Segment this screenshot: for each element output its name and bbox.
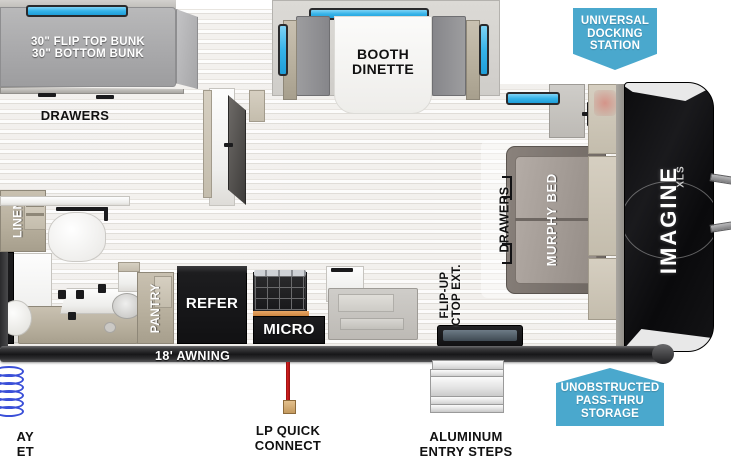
bunk-drawer-handle-1	[38, 93, 56, 97]
awning-label: 18' AWNING	[155, 349, 231, 363]
drawer-bracket-upper	[510, 176, 512, 200]
dinette-side-window-left	[278, 24, 288, 76]
awning-end-cap	[652, 344, 674, 364]
dinette-side-window-right	[479, 24, 489, 76]
lp-quick-connect-label: LP QUICK CONNECT	[254, 423, 322, 453]
bunk-block	[0, 7, 176, 87]
badge-unobstructed-pass-thru-storage-text: UNOBSTRUCTED PASS-THRU STORAGE	[560, 382, 660, 420]
kitchen-island-inset	[338, 294, 394, 312]
bath-shelf-rod-drop	[104, 207, 108, 221]
refer-label: REFER	[185, 295, 239, 312]
cutting-board	[253, 311, 309, 316]
refrigerator	[177, 272, 247, 344]
vanity-handle	[68, 312, 76, 320]
power-cable-coil	[0, 366, 24, 426]
micro-label: MICRO	[263, 321, 315, 338]
microwave	[253, 316, 325, 344]
aluminum-entry-steps-label: ALUMINUM ENTRY STEPS	[419, 429, 513, 459]
drawers-left-label: DRAWERS	[40, 108, 110, 123]
linen-shelf-line-2	[26, 213, 44, 216]
shower-pan	[48, 212, 106, 262]
drawer-tick-upper-1	[502, 176, 512, 178]
open-door	[228, 95, 246, 205]
entry-window	[506, 92, 560, 105]
dinette-bench-right	[432, 16, 466, 96]
hall-wall-trim	[203, 90, 212, 198]
drawer-tick-lower-2	[502, 262, 512, 264]
step-5	[430, 404, 504, 413]
bath-shelf-rod	[56, 207, 108, 211]
bath-upper-shelf	[0, 196, 130, 206]
dinette-bench-left	[296, 16, 330, 96]
entry-cabinet-handle-arm	[582, 112, 592, 116]
flip-up-label: FLIP-UP CTOP EXT.	[438, 264, 463, 326]
bath-drain	[104, 322, 116, 333]
brand-logo-xls: XLS	[675, 165, 687, 188]
awning-bar	[0, 346, 660, 362]
faucet-1	[58, 290, 66, 299]
bunk-drawer-handle-2	[96, 95, 114, 99]
murphy-bed-label: MURPHY BED	[544, 173, 560, 267]
lp-quick-connect-line	[286, 362, 290, 400]
bunk-window	[26, 5, 128, 17]
drawer-tick-upper-2	[502, 196, 512, 198]
pantry-shelves	[154, 276, 172, 308]
faucet-3	[98, 284, 106, 293]
step-3	[430, 376, 504, 398]
door-handle	[224, 143, 233, 147]
flip-up-counter-inner	[443, 330, 517, 341]
murphy-bed-seam	[515, 218, 597, 221]
cooktop-burner-grid	[255, 276, 305, 310]
drawer-bracket-lower	[510, 243, 512, 264]
cooktop-burner-caps	[254, 270, 306, 276]
kitchen-cabinet-handle	[331, 268, 353, 272]
hall-cabinet-right	[249, 90, 265, 122]
badge-universal-docking-station-text: UNIVERSAL DOCKING STATION	[580, 14, 650, 53]
pantry-label: PANTRY	[148, 283, 163, 334]
pantry-top-cap	[118, 262, 140, 272]
background-fill-top-left	[176, 0, 272, 9]
front-cap-swoosh-top	[625, 83, 713, 101]
shell-left-edge	[0, 252, 8, 348]
dinette-post-right	[466, 20, 480, 100]
wardrobe-graphic	[594, 90, 616, 116]
cut-off-left-callout-label: AY ET	[16, 429, 34, 459]
booth-dinette-label: BOOTH DINETTE	[352, 46, 414, 77]
lp-quick-connect-fitting	[283, 400, 296, 414]
kitchen-island-inset-2	[340, 318, 404, 330]
shell-right-wall	[616, 84, 626, 346]
bunk-label: 30" FLIP TOP BUNK 30" BOTTOM BUNK	[30, 36, 146, 61]
bunk-block-side	[176, 9, 198, 89]
front-cap: IMAGINE XLS	[624, 82, 714, 352]
refrigerator-top-trim	[177, 266, 247, 273]
aluminum-entry-steps	[430, 360, 504, 413]
drawer-tick-lower-1	[502, 243, 512, 245]
dinette-table	[334, 16, 432, 114]
faucet-2	[76, 290, 84, 299]
